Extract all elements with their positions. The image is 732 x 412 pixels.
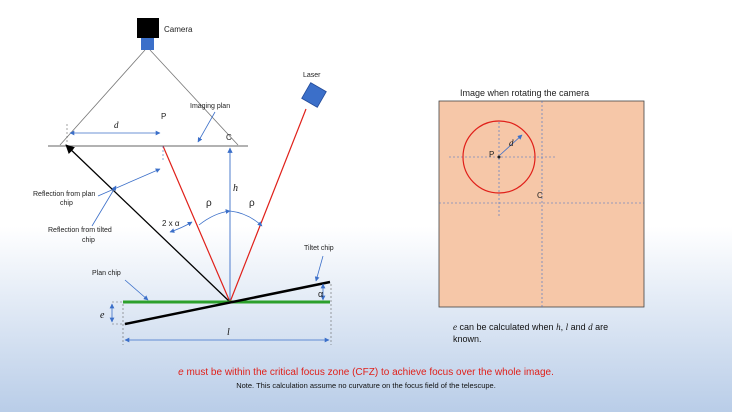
p-label-top: P xyxy=(161,112,166,121)
tilted-chip xyxy=(124,280,331,326)
incident-beam xyxy=(229,108,307,303)
reflection-plan-label-2: chip xyxy=(60,200,73,207)
rho-arc-left xyxy=(198,209,231,226)
image-panel-crosshair xyxy=(439,101,644,307)
l-label: l xyxy=(227,327,230,338)
reflection-tilted-arrow xyxy=(91,185,117,227)
reflection-tilted-label-2: chip xyxy=(82,237,95,244)
rho-arc-right xyxy=(229,210,263,227)
curvature-note: Note. This calculation assume no curvatu… xyxy=(236,381,496,390)
e-calculation-caption: e can be calculated when h, l and d are xyxy=(453,322,608,332)
p-point xyxy=(497,155,501,159)
rho-right-label: ρ xyxy=(249,198,255,209)
reflection-tilted-label-1: Reflection from tilted xyxy=(48,227,112,234)
cfz-statement: e must be within the critical focus zone… xyxy=(178,367,554,378)
field-of-view-lines xyxy=(59,49,239,146)
tilted-chip-arrow xyxy=(314,255,324,282)
plan-chip-label: Plan chip xyxy=(92,270,121,277)
two-alpha-label: 2 x α xyxy=(162,219,180,228)
imaging-plan-arrow xyxy=(197,111,216,143)
d-radius-arrow xyxy=(499,134,523,156)
laser-icon xyxy=(301,82,327,108)
d-dimension xyxy=(66,124,161,144)
tilted-chip-label: Tiltet chip xyxy=(304,245,334,252)
rho-left-label: ρ xyxy=(206,198,212,209)
c-label-top: C xyxy=(226,133,232,142)
rotation-circle xyxy=(462,120,536,194)
camera-label: Camera xyxy=(164,25,193,34)
e-label: e xyxy=(100,310,105,321)
reflected-beam-tilted xyxy=(65,144,231,303)
h-label: h xyxy=(233,183,238,194)
camera-icon xyxy=(137,18,159,50)
alpha-label: α xyxy=(318,289,323,299)
image-d-label: d xyxy=(509,138,514,148)
image-panel xyxy=(438,100,645,308)
two-alpha-arc xyxy=(169,221,193,233)
e-calculation-caption-line2: known. xyxy=(453,334,482,344)
laser-label: Laser xyxy=(303,72,321,79)
reflection-plan-arrow xyxy=(97,168,161,197)
imaging-plan-label: Imaging plan xyxy=(190,103,230,110)
d-label-top: d xyxy=(114,120,119,130)
image-p-label: P xyxy=(489,150,494,159)
reflected-beam-plan xyxy=(162,145,231,303)
image-c-label: C xyxy=(537,191,543,200)
reflection-plan-label-1: Reflection from plan xyxy=(33,191,95,198)
image-panel-title: Image when rotating the camera xyxy=(460,88,589,98)
plan-chip-arrow xyxy=(124,279,149,301)
